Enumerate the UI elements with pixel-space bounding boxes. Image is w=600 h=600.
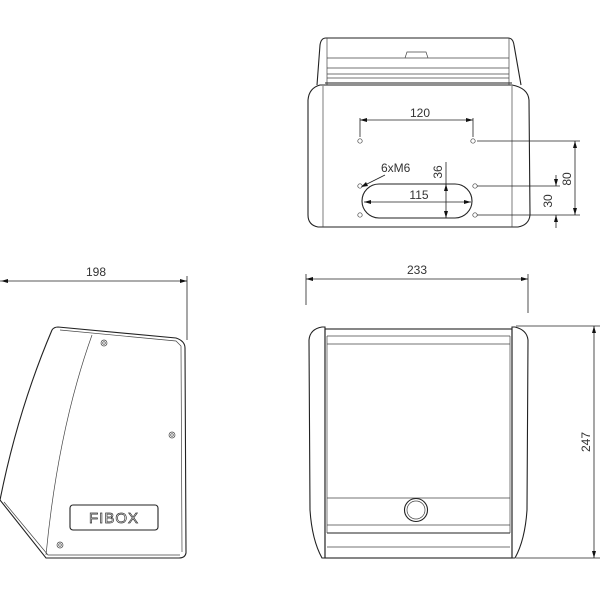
top-view-lid [316,37,522,86]
dim-120-label: 120 [410,106,430,120]
front-view: 233 247 [305,263,600,559]
dim-115-label: 115 [409,188,428,202]
side-view-body [0,326,187,559]
dim-80-label: 80 [560,172,574,186]
top-view: 120 115 36 6xM6 80 30 [307,37,580,228]
dim-36-label: 36 [431,165,445,179]
mounting-hole [357,183,363,189]
front-view-right-cap [511,326,529,559]
mounting-hole [357,138,363,144]
dim-247-label: 247 [579,432,593,452]
screw [168,431,176,439]
screw [56,541,64,549]
mounting-hole [470,138,476,144]
side-view: 198 FIBOX [0,265,188,559]
mounting-hole [472,212,478,218]
cable-slot [361,183,473,219]
mounting-holes [357,138,478,218]
dim-30-label: 30 [541,194,555,208]
top-view-body [307,84,531,228]
front-view-left-cap [308,326,326,559]
mounting-hole [357,212,363,218]
top-view-latch [404,51,429,59]
screw [100,339,108,347]
mounting-hole [472,183,478,189]
lock-icon [403,497,429,523]
fibox-logo-plate [69,504,159,531]
fibox-logo: FIBOX [89,510,139,527]
hole-callout-label: 6xM6 [381,161,411,175]
dim-198-label: 198 [86,265,106,279]
side-view-lid-edge [45,334,93,556]
front-view-body [324,328,513,559]
dim-233-label: 233 [407,263,427,277]
